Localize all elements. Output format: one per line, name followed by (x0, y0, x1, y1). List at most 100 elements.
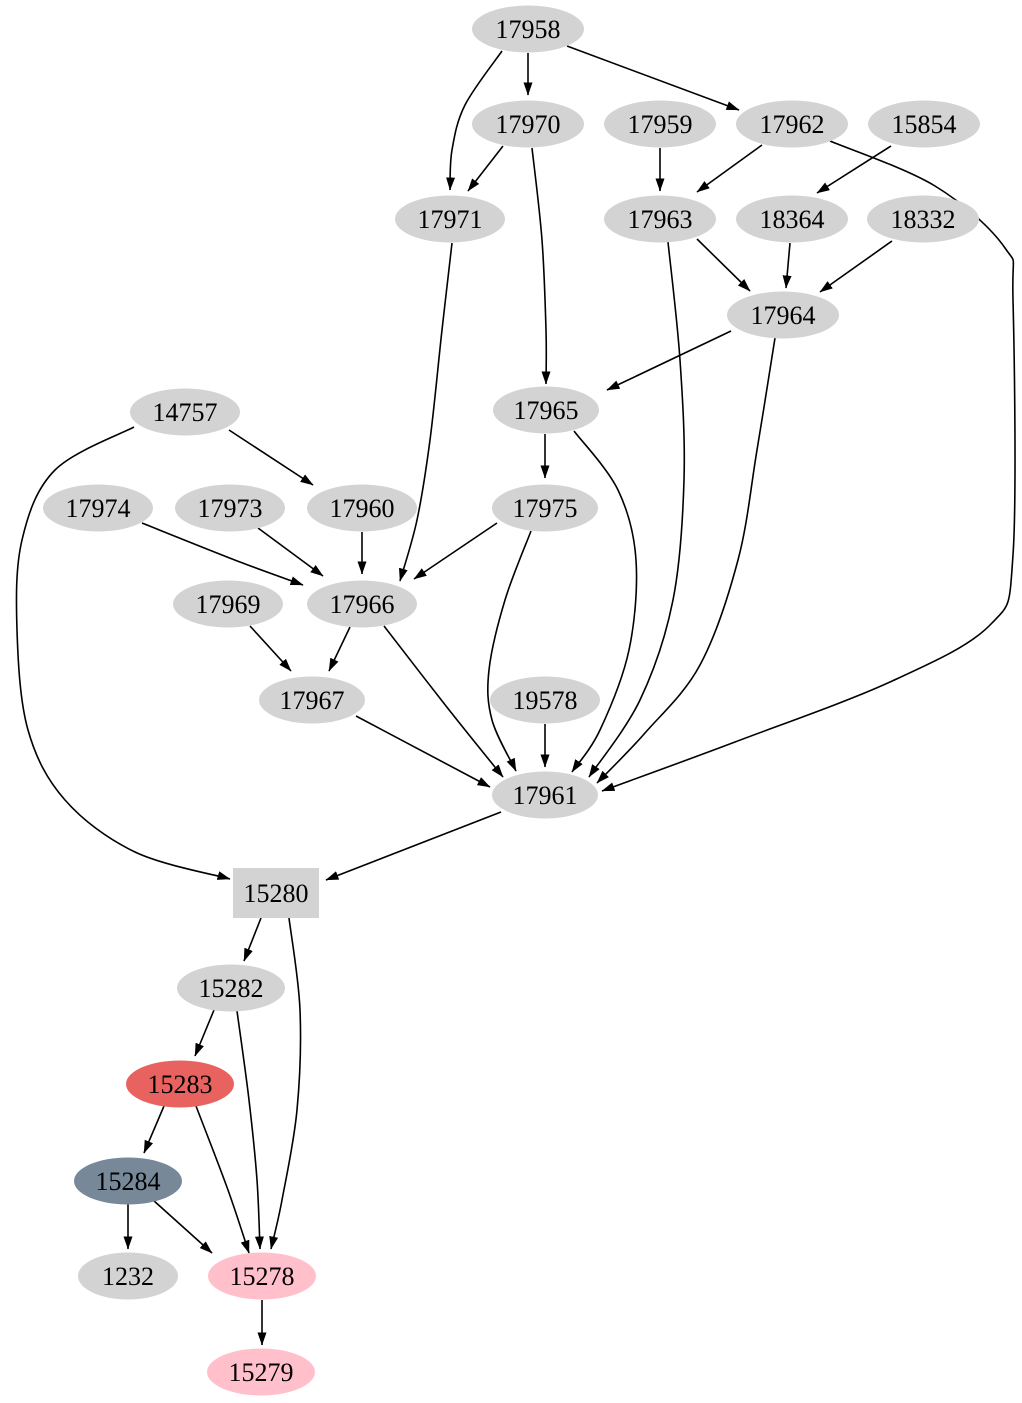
node-shape-17966 (307, 580, 417, 628)
node-label-15283: 15283 (148, 1070, 213, 1099)
edge-17974-17966 (141, 522, 304, 586)
node-label-17974: 17974 (66, 494, 131, 523)
node-label-17969: 17969 (196, 590, 261, 619)
node-label-17962: 17962 (760, 110, 825, 139)
node-shape-17965 (493, 386, 599, 434)
node-layer: 17958 17970 17959 17962 15854 17971 17963 18364… (43, 5, 980, 1396)
node-17974: 17974 (43, 484, 153, 532)
node-15279: 15279 (207, 1348, 315, 1396)
edge-17975-17961 (486, 530, 532, 772)
edge-17958-17962 (566, 45, 740, 111)
edge-17964-17965 (606, 330, 732, 391)
node-17959: 17959 (604, 100, 716, 148)
edge-layer (15, 45, 1016, 1346)
node-shape-15280 (233, 868, 319, 918)
edge-18364-17964 (782, 242, 792, 289)
edge-17973-17966 (257, 527, 324, 577)
node-shape-15282 (177, 964, 285, 1012)
edge-15284-15278 (152, 1199, 213, 1254)
edge-17963-17964 (696, 238, 751, 292)
edge-17966-17961 (383, 625, 504, 778)
node-shape-17971 (395, 195, 505, 243)
node-label-17960: 17960 (330, 494, 395, 523)
node-label-17971: 17971 (418, 205, 483, 234)
node-17973: 17973 (175, 484, 285, 532)
node-17971: 17971 (395, 195, 505, 243)
node-label-17961: 17961 (513, 781, 578, 810)
node-shape-15854 (868, 100, 980, 148)
node-shape-14757 (130, 388, 240, 436)
edge-17971-17966 (398, 242, 453, 582)
edge-17966-17967 (328, 626, 351, 672)
node-label-19578: 19578 (513, 686, 578, 715)
node-shape-18332 (867, 195, 979, 243)
node-shape-17959 (604, 100, 716, 148)
node-shape-17964 (727, 291, 839, 339)
node-shape-17967 (259, 676, 365, 724)
node-shape-19578 (490, 676, 600, 724)
node-shape-17974 (43, 484, 153, 532)
node-17967: 17967 (259, 676, 365, 724)
edge-14757-15280 (15, 426, 231, 880)
node-label-18332: 18332 (891, 205, 956, 234)
node-17958: 17958 (472, 5, 584, 53)
edge-17965-17961 (571, 430, 638, 773)
node-shape-17970 (472, 100, 584, 148)
node-17961: 17961 (492, 771, 598, 819)
node-shape-15283 (126, 1060, 234, 1108)
edge-18332-17964 (819, 240, 893, 293)
node-17960: 17960 (307, 484, 417, 532)
edge-17964-17961 (596, 337, 776, 784)
node-shape-1232 (78, 1252, 178, 1300)
edge-17975-17966 (413, 522, 498, 580)
node-shape-15284 (74, 1157, 182, 1205)
node-shape-17958 (472, 5, 584, 53)
node-shape-17973 (175, 484, 285, 532)
node-18332: 18332 (867, 195, 979, 243)
node-14757: 14757 (130, 388, 240, 436)
node-17966: 17966 (307, 580, 417, 628)
node-label-18364: 18364 (760, 205, 825, 234)
node-label-17958: 17958 (496, 15, 561, 44)
node-label-17970: 17970 (496, 110, 561, 139)
node-17969: 17969 (173, 580, 283, 628)
edge-15854-18364 (816, 145, 892, 194)
node-17963: 17963 (604, 195, 716, 243)
edge-17970-17965 (531, 147, 551, 385)
node-15284: 15284 (74, 1157, 182, 1205)
node-shape-15279 (207, 1348, 315, 1396)
node-label-17973: 17973 (198, 494, 263, 523)
node-label-14757: 14757 (153, 398, 218, 427)
node-label-17964: 17964 (751, 301, 816, 330)
node-label-17967: 17967 (280, 686, 345, 715)
node-shape-18364 (736, 195, 848, 243)
node-label-15854: 15854 (892, 110, 957, 139)
edge-17967-17961 (355, 715, 491, 788)
node-shape-17975 (492, 484, 598, 532)
node-label-17959: 17959 (628, 110, 693, 139)
edge-17963-17961 (588, 241, 686, 778)
node-1232: 1232 (78, 1252, 178, 1300)
node-shape-17960 (307, 484, 417, 532)
node-15280: 15280 (233, 868, 319, 918)
edge-15283-15284 (143, 1105, 165, 1154)
edge-15282-15283 (194, 1009, 215, 1057)
node-shape-17961 (492, 771, 598, 819)
node-15854: 15854 (868, 100, 980, 148)
node-label-15278: 15278 (230, 1262, 295, 1291)
node-15282: 15282 (177, 964, 285, 1012)
edge-17961-15280 (325, 811, 502, 881)
edge-15283-15278 (195, 1105, 250, 1254)
node-17962: 17962 (736, 100, 848, 148)
edge-17970-17971 (467, 145, 504, 192)
node-label-17965: 17965 (514, 396, 579, 425)
node-17975: 17975 (492, 484, 598, 532)
node-label-17975: 17975 (513, 494, 578, 523)
edge-14757-17960 (228, 429, 314, 486)
edge-17969-17967 (249, 625, 292, 672)
edge-17962-17963 (696, 144, 763, 193)
node-shape-17963 (604, 195, 716, 243)
node-15278: 15278 (208, 1252, 316, 1300)
node-label-17966: 17966 (330, 590, 395, 619)
